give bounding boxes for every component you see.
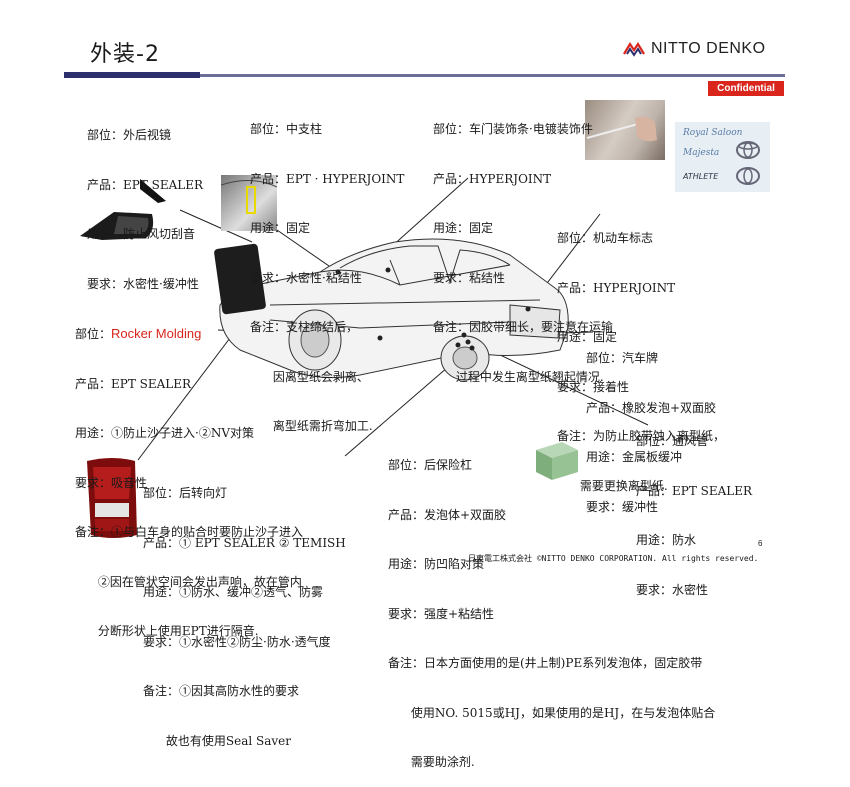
toyota-logo-icon (736, 141, 760, 159)
rocker-note-1: 备注：①与白车身的贴合时要防止沙子进入 (75, 525, 304, 539)
vent-info: 部位：通风管 产品：EPT SEALER 用途：防水 要求：水密性 (636, 400, 752, 615)
lamp-note-1: 备注：①因其高防水性的要求 (143, 684, 300, 698)
emblem-photo: Royal Saloon Majesta ATHLETE (675, 122, 770, 192)
mirror-part-image (140, 179, 166, 203)
emblem-product: 产品：HYPERJOINT (557, 280, 676, 295)
emblem-royal-saloon: Royal Saloon (683, 128, 743, 138)
confidential-badge: Confidential (708, 81, 784, 96)
footer-copyright: 日東電工株式会社 ©NITTO DENKO CORPORATION. All r… (468, 554, 759, 563)
rocker-part-value: Rocker Molding (111, 326, 202, 341)
pillar-part: 部位：中支柱 (250, 122, 323, 136)
bumper-info: 部位：后保险杠 产品：发泡体+双面胶 用途：防凹陷对策 要求：强度+粘结性 备注… (388, 424, 715, 787)
brand-name: NITTO DENKO (651, 40, 766, 57)
bumper-note-3: 需要助涂剂. (388, 755, 475, 769)
brand-logo: NITTO DENKO (622, 40, 766, 58)
bumper-note-2: 使用NO. 5015或HJ，如果使用的是HJ，在与发泡体贴合 (388, 705, 716, 720)
rear-lamp-image (87, 458, 137, 538)
rocker-usage: 用途：①防止沙子进入·②NV对策 (75, 426, 254, 440)
emblem-requirement: 要求：接着性 (557, 379, 630, 394)
door-trim-requirement: 要求：粘结性 (433, 270, 506, 285)
pillar-note-3: 离型纸需折弯加工. (250, 419, 373, 433)
emblem-part: 部位：机动车标志 (557, 231, 654, 245)
plate-part: 部位：汽车牌 (586, 351, 659, 365)
bumper-usage: 用途：防凹陷对策 (388, 557, 485, 571)
emblem-majesta: Majesta (683, 148, 720, 158)
header-bar-accent (64, 72, 200, 78)
emblem-info: 部位：机动车标志 产品：HYPERJOINT 用途：固定 要求：接着性 备注：为… (557, 197, 725, 511)
mirror-usage: 用途：防止风切刮音 (87, 227, 196, 241)
door-trim-photo (585, 100, 665, 160)
door-trim-product: 产品：HYPERJOINT (433, 171, 552, 186)
pillar-photo (220, 175, 278, 231)
page-number: 6 (758, 539, 763, 548)
plate-usage: 用途：金属板缓冲 (586, 450, 683, 464)
rocker-part-label: 部位： (75, 327, 112, 341)
toyota-logo-icon-2 (736, 167, 760, 185)
plate-info: 部位：汽车牌 产品：橡胶发泡+双面胶 用途：金属板缓冲 要求：缓冲性 (586, 317, 716, 532)
rocker-part: 部位：Rocker Molding (75, 326, 303, 343)
vent-product: 产品：EPT SEALER (636, 483, 753, 498)
pillar-note-1: 备注：支柱缔结后， (250, 320, 359, 334)
emblem-usage: 用途：固定 (557, 330, 618, 344)
door-trim-note-1: 备注：因胶带细长，要注意在运输 (433, 320, 614, 334)
lamp-part: 部位：后转向灯 (143, 486, 228, 500)
lamp-note-2: 故也有使用Seal Saver (143, 733, 292, 748)
pillar-info: 部位：中支柱 产品：EPT · HYPERJOINT 用途：固定 要求：水密性·… (250, 88, 404, 451)
vent-usage: 用途：防水 (636, 533, 697, 547)
mirror-requirement: 要求：水密性·缓冲性 (87, 276, 199, 291)
plate-requirement: 要求：缓冲性 (586, 499, 659, 514)
emblem-note-1: 备注：为防止胶带蚀入离型纸， (557, 429, 726, 443)
door-trim-info: 部位：车门装饰条·电镀装饰件 产品：HYPERJOINT 用途：固定 要求：粘结… (433, 88, 613, 402)
car-illustration (219, 238, 569, 381)
rocker-note-2: ②因在管状空间会发出声响，故在管内 (75, 574, 302, 589)
header-bar-line (200, 74, 785, 77)
door-trim-part: 部位：车门装饰条·电镀装饰件 (433, 122, 593, 136)
door-trim-usage: 用途：固定 (433, 221, 494, 235)
mirror-info: 部位：外后视镜 产品：EPT SEALER 用途：防止风切刮音 要求：水密性·缓… (87, 94, 203, 309)
lamp-usage: 用途：①防水、缓冲②透气、防雾 (143, 585, 324, 599)
lamp-product: 产品：① EPT SEALER ② TEMISH (143, 535, 346, 550)
page-title: 外装-2 (90, 42, 160, 67)
rocker-product: 产品：EPT SEALER (75, 376, 192, 391)
emblem-athlete: ATHLETE (683, 172, 719, 181)
nitto-logo-icon (623, 41, 645, 57)
mirror-product: 产品：EPT SEALER (87, 177, 204, 192)
plate-product: 产品：橡胶发泡+双面胶 (586, 400, 717, 415)
vent-requirement: 要求：水密性 (636, 582, 709, 597)
pillar-note-2: 因离型纸会剥离、 (250, 369, 369, 384)
door-trim-note-2: 过程中发生离型纸翘起情况. (433, 369, 604, 384)
emblem-note-2: 需要更换离型纸. (557, 478, 668, 493)
bumper-note-1: 备注：日本方面使用的是(井上制)PE系列发泡体，固定胶带 (388, 656, 703, 670)
lamp-requirement: 要求：①水密性②防尘·防水·透气度 (143, 634, 331, 649)
pillar-requirement: 要求：水密性·粘结性 (250, 270, 362, 285)
bumper-requirement: 要求：强度+粘结性 (388, 606, 495, 621)
pillar-product: 产品：EPT · HYPERJOINT (250, 171, 405, 186)
mirror-image (80, 212, 154, 240)
bumper-product: 产品：发泡体+双面胶 (388, 507, 507, 522)
bumper-part: 部位：后保险杠 (388, 458, 473, 472)
mirror-part: 部位：外后视镜 (87, 128, 172, 142)
bumper-foam-image (536, 442, 578, 480)
rocker-requirement: 要求：吸音性 (75, 475, 148, 490)
lamp-info: 部位：后转向灯 产品：① EPT SEALER ② TEMISH 用途：①防水、… (143, 452, 346, 766)
pillar-usage: 用途：固定 (250, 221, 311, 235)
vent-part: 部位：通风管 (636, 434, 709, 448)
